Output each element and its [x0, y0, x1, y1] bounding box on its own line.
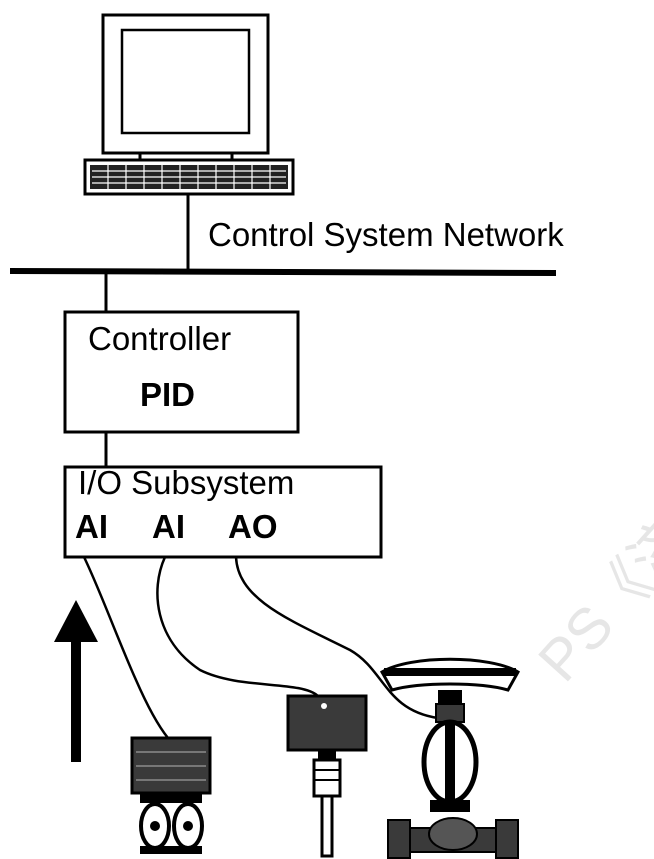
controller-title: Controller — [88, 320, 232, 357]
temperature-transmitter-icon — [286, 694, 368, 858]
control-valve-icon — [379, 657, 521, 859]
wire-ai-1 — [82, 556, 169, 739]
io-channel-ao: AO — [228, 508, 278, 545]
network-bus-line — [9, 268, 557, 276]
controller-algorithm: PID — [140, 376, 196, 413]
io-subsystem-title: I/O Subsystem — [78, 464, 295, 501]
io-channel-ai-2: AI — [152, 508, 185, 545]
pressure-transmitter-icon — [130, 736, 212, 854]
controller-box — [63, 310, 300, 434]
wire-ao — [234, 556, 439, 720]
upward-arrow-icon — [54, 600, 98, 762]
workstation-icon — [83, 13, 295, 196]
network-label: Control System Network — [208, 216, 564, 253]
io-subsystem-box — [63, 465, 383, 559]
wire-ai-2 — [156, 556, 319, 697]
io-channel-ai-1: AI — [75, 508, 108, 545]
